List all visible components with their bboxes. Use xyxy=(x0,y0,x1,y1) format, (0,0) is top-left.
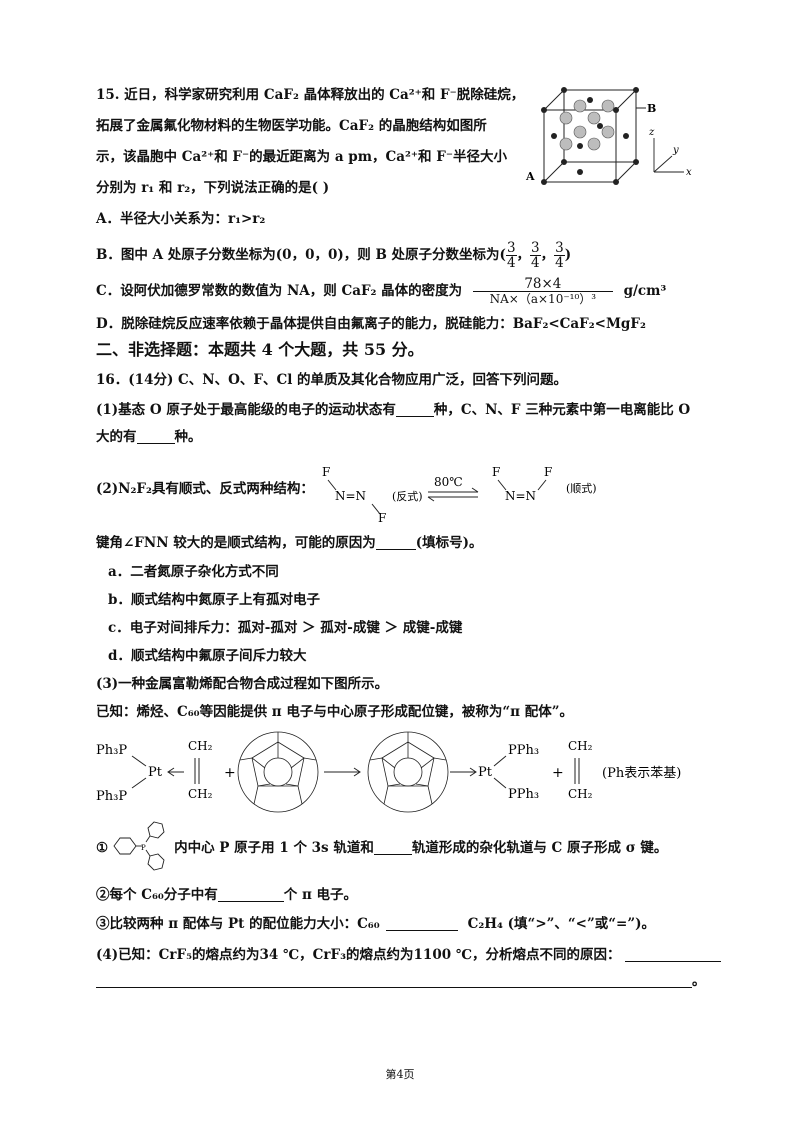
axis-z: z xyxy=(648,127,655,138)
cis-f-right: F xyxy=(544,465,552,479)
triphenylphosphine-structure: P xyxy=(113,821,165,871)
answer-blank-8[interactable] xyxy=(96,973,692,988)
trans-label: (反式) xyxy=(392,490,423,503)
section-2-title: 二、非选择题：本题共 4 个大题，共 55 分。 xyxy=(96,340,424,359)
frac-num-1: 3 xyxy=(505,240,517,256)
p1-text-d: 种。 xyxy=(174,429,202,445)
ch2-bottom-2: CH₂ xyxy=(568,787,593,801)
q15-line-1: 15. 近日，科学家研究利用 CaF₂ 晶体释放出的 Ca²⁺和 F⁻脱除硅烷， xyxy=(96,87,525,103)
pt-right: Pt xyxy=(478,765,493,780)
pt-left: Pt xyxy=(148,765,163,780)
option-b-suffix: ) xyxy=(564,247,572,263)
q16-part4-line2: 。 xyxy=(96,972,706,990)
cis-label: (顺式) xyxy=(566,482,597,495)
p2-option-b: b．顺式结构中氮原子上有孤对电子 xyxy=(108,592,320,608)
q15-line-3: 示，该晶胞中 Ca²⁺和 F⁻的最近距离为 a pm，Ca²⁺和 F⁻半径大小 xyxy=(96,149,507,165)
q16-part2-question: 键角∠FNN 较大的是顺式结构，可能的原因为 (填标号)。 xyxy=(96,534,483,552)
trans-nn: N=N xyxy=(335,489,366,503)
q16-intro: 16．(14分) C、N、O、F、Cl 的单质及其化合物应用广泛，回答下列问题。 xyxy=(96,372,568,388)
cis-f-left: F xyxy=(492,465,500,479)
n2f2-equilibrium-scheme: F N=N F (反式) 80℃ F N=N F (顺式) xyxy=(322,465,597,524)
cis-nn: N=N xyxy=(505,489,536,503)
option-c-prefix: C．设阿伏加德罗常数的数值为 NA，则 CaF₂ 晶体的密度为 xyxy=(96,283,463,299)
ch2-top: CH₂ xyxy=(188,739,213,753)
q15-line-2: 拓展了金属氟化物材料的生物医学功能。CaF₂ 的晶胞结构如图所 xyxy=(96,118,487,134)
q16-part1-line1: (1)基态 O 原子处于最高能级的电子的运动状态有 种，C、N、F 三种元素中第一… xyxy=(96,401,690,419)
pph3-bottom: PPh₃ xyxy=(508,787,539,802)
marker-i: ① xyxy=(96,840,109,856)
frac-num-2: 3 xyxy=(530,240,541,256)
q16-sub-ii: ②每个 C₆₀分子中有 个 π 电子。 xyxy=(96,886,357,904)
q16-part1-line2: 大的有 种。 xyxy=(96,428,202,446)
plus-1: + xyxy=(224,765,236,781)
fullerene-scheme: Ph₃P Pt Ph₃P CH₂ CH₂ + xyxy=(96,731,681,813)
p2-option-a: a．二者氮原子杂化方式不同 xyxy=(108,564,279,580)
option-b-prefix: B．图中 A 处原子分数坐标为(0，0，0)，则 B 处原子分数坐标为( xyxy=(96,247,506,263)
p4-end: 。 xyxy=(692,973,706,989)
p1-text-a: (1)基态 O 原子处于最高能级的电子的运动状态有 xyxy=(96,402,396,418)
ph3p-bottom: Ph₃P xyxy=(96,789,127,804)
answer-blank-5[interactable] xyxy=(217,887,284,902)
q16-part2-label: (2)N₂F₂具有顺式、反式两种结构： xyxy=(96,481,314,497)
density-den: NA×（a×10⁻¹⁰）³ xyxy=(489,292,597,306)
phosphorus-label: P xyxy=(141,844,146,852)
c60-molecule-2 xyxy=(367,731,449,813)
crystal-cell-figure: B A z y x xyxy=(525,87,692,185)
plus-2: + xyxy=(552,765,564,781)
q16-sub-iii: ③比较两种 π 配体与 Pt 的配位能力大小：C₆₀ C₂H₄ (填“>”、“<”… xyxy=(96,915,655,933)
c60-molecule-1 xyxy=(237,731,319,813)
ph3p-top: Ph₃P xyxy=(96,743,127,758)
q15-option-a: A．半径大小关系为：r₁>r₂ xyxy=(96,211,266,227)
q15-line-4: 分别为 r₁ 和 r₂，下列说法正确的是( ) xyxy=(96,180,330,196)
axis-x: x xyxy=(686,167,692,178)
answer-blank-3[interactable] xyxy=(375,535,416,550)
q-iii-text-a: ③比较两种 π 配体与 Pt 的配位能力大小：C₆₀ xyxy=(96,916,380,932)
answer-blank-2[interactable] xyxy=(136,429,175,444)
axis-y: y xyxy=(672,145,679,156)
p4-text: (4)已知：CrF₅的熔点约为34 ℃，CrF₃的熔点约为1100 ℃，分析熔点… xyxy=(96,947,621,963)
p2-question-b: (填标号)。 xyxy=(415,535,483,551)
density-unit: g/cm³ xyxy=(623,283,667,299)
phenyl-note: (Ph表示苯基) xyxy=(602,766,681,781)
answer-blank-1[interactable] xyxy=(395,402,434,417)
trans-f-bottom: F xyxy=(378,511,386,524)
p1-text-c: 大的有 xyxy=(96,429,137,445)
label-a: A xyxy=(525,170,535,183)
ch2-bottom: CH₂ xyxy=(188,787,213,801)
q16-part3-known: 已知：烯烃、C₆₀等因能提供 π 电子与中心原子形成配位键，被称为“π 配体”。 xyxy=(96,704,573,720)
pph3-top: PPh₃ xyxy=(508,743,539,758)
frac-num-3: 3 xyxy=(554,240,565,256)
p2-option-c: c．电子对间排斥力：孤对-孤对 ＞ 孤对-成键 ＞ 成键-成键 xyxy=(108,620,463,636)
p1-text-b: 种，C、N、F 三种元素中第一电离能比 O xyxy=(433,402,691,418)
label-b: B xyxy=(647,102,656,115)
trans-f-top: F xyxy=(322,465,330,479)
p2-question-a: 键角∠FNN 较大的是顺式结构，可能的原因为 xyxy=(96,535,376,551)
q15-option-d: D．脱除硅烷反应速率依赖于晶体提供自由氟离子的能力，脱硅能力：BaF₂<CaF₂… xyxy=(96,316,646,332)
page-number: 第4页 xyxy=(385,1068,415,1081)
temperature-label: 80℃ xyxy=(434,475,463,489)
ch2-top-2: CH₂ xyxy=(568,739,593,753)
q-ii-text-a: ②每个 C₆₀分子中有 xyxy=(96,887,218,903)
frac-den-3: 4 xyxy=(555,255,564,271)
frac-den-2: 4 xyxy=(531,255,540,271)
q-i-text-b: 轨道形成的杂化轨道与 C 原子形成 σ 键。 xyxy=(411,840,668,856)
q16-part3-line1: (3)一种金属富勒烯配合物合成过程如下图所示。 xyxy=(96,676,389,692)
answer-blank-7[interactable] xyxy=(624,947,721,962)
q-ii-text-b: 个 π 电子。 xyxy=(283,887,358,903)
q-iii-text-b: C₂H₄ (填“>”、“<”或“=”)。 xyxy=(467,916,655,932)
answer-blank-6[interactable] xyxy=(385,916,458,931)
frac-den-1: 4 xyxy=(506,255,516,271)
answer-blank-4[interactable] xyxy=(373,840,412,855)
p2-option-d: d．顺式结构中氟原子间斥力较大 xyxy=(108,648,307,664)
q16-sub-i: ① 内中心 P 原子用 1 个 3s 轨道和 轨道形成的杂化轨道与 C 原子形成 σ… xyxy=(96,839,667,857)
q-i-text-a: 内中心 P 原子用 1 个 3s 轨道和 xyxy=(174,840,374,856)
q16-part4: (4)已知：CrF₅的熔点约为34 ℃，CrF₃的熔点约为1100 ℃，分析熔点… xyxy=(96,946,721,964)
density-num: 78×4 xyxy=(472,277,613,292)
